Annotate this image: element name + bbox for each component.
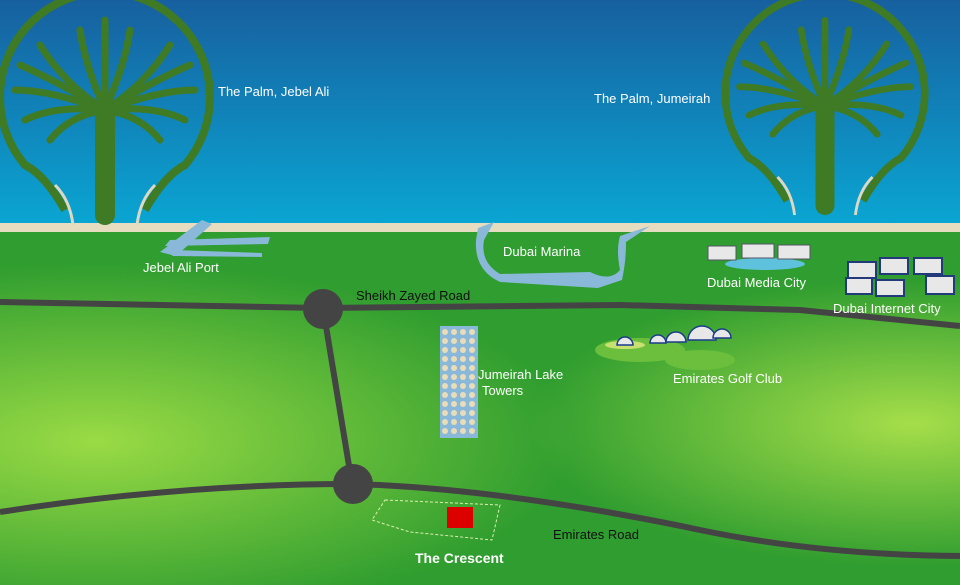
sheikh-zayed-road [0,299,960,559]
land-highlight [0,226,960,585]
tower-dot [469,374,475,380]
tower-dot [451,428,457,434]
tower-dot [442,365,448,371]
tower-dot [442,428,448,434]
tower-dot [469,383,475,389]
jumeirah-lake-towers-shape [440,326,478,438]
label-jebel-ali-port: Jebel Ali Port [143,260,219,275]
tower-dot [469,392,475,398]
tower-dot [469,329,475,335]
tower-dot [442,374,448,380]
tower-dot [451,410,457,416]
label-sheikh-zayed-road: Sheikh Zayed Road [356,288,471,303]
emirates-golf-club-shape [595,325,735,370]
tower-dot [460,401,466,407]
tower-dot [442,419,448,425]
tower-dot [442,347,448,353]
tower-dot [442,410,448,416]
tower-dot [451,365,457,371]
tower-dot [460,428,466,434]
the-crescent-marker[interactable] [447,507,473,528]
tower-dot [460,329,466,335]
label-dubai-marina: Dubai Marina [503,244,581,259]
tower-dot [469,428,475,434]
roundabout [333,464,373,504]
dubai-media-city-shape [707,243,811,270]
tower-dot [460,347,466,353]
tower-dot [460,356,466,362]
the-crescent-boundary [371,499,501,541]
tower-dot [469,365,475,371]
tower-dot [451,347,457,353]
tower-dot [451,338,457,344]
tower-dot [442,356,448,362]
tower-dot [442,401,448,407]
tower-dot [451,392,457,398]
tower-dot [460,383,466,389]
tower-dot [460,419,466,425]
label-the-crescent[interactable]: The Crescent [415,550,504,566]
tower-dot [451,329,457,335]
roundabout [303,289,343,329]
tower-dot [469,410,475,416]
tower-dot [460,365,466,371]
tower-dot [451,374,457,380]
tower-dot [460,338,466,344]
label-emirates-golf-club: Emirates Golf Club [673,371,783,386]
tower-dot [451,356,457,362]
label-palm-jumeirah: The Palm, Jumeirah [594,91,711,106]
tower-dot [469,401,475,407]
tower-dot [442,338,448,344]
dubai-internet-city-shape [845,257,955,297]
tower-dot [460,410,466,416]
label-jumeirah-lake-towers-line2: Towers [482,383,524,398]
tower-dot [442,383,448,389]
dubai-marina-water [475,222,650,288]
tower-dot [460,392,466,398]
label-dubai-media-city: Dubai Media City [707,275,806,290]
jebel-ali-port-shape [160,220,270,257]
label-dubai-internet-city: Dubai Internet City [833,301,941,316]
tower-dot [469,347,475,353]
tower-dot [460,374,466,380]
label-emirates-road: Emirates Road [553,527,639,542]
tower-dot [451,419,457,425]
tower-dot [442,329,448,335]
label-jumeirah-lake-towers: Jumeirah Lake [478,367,564,382]
tower-dot [469,356,475,362]
tower-dot [469,419,475,425]
label-palm-jebel-ali: The Palm, Jebel Ali [218,84,330,99]
tower-dot [451,401,457,407]
tower-dot [469,338,475,344]
tower-dot [451,383,457,389]
tower-dot [442,392,448,398]
